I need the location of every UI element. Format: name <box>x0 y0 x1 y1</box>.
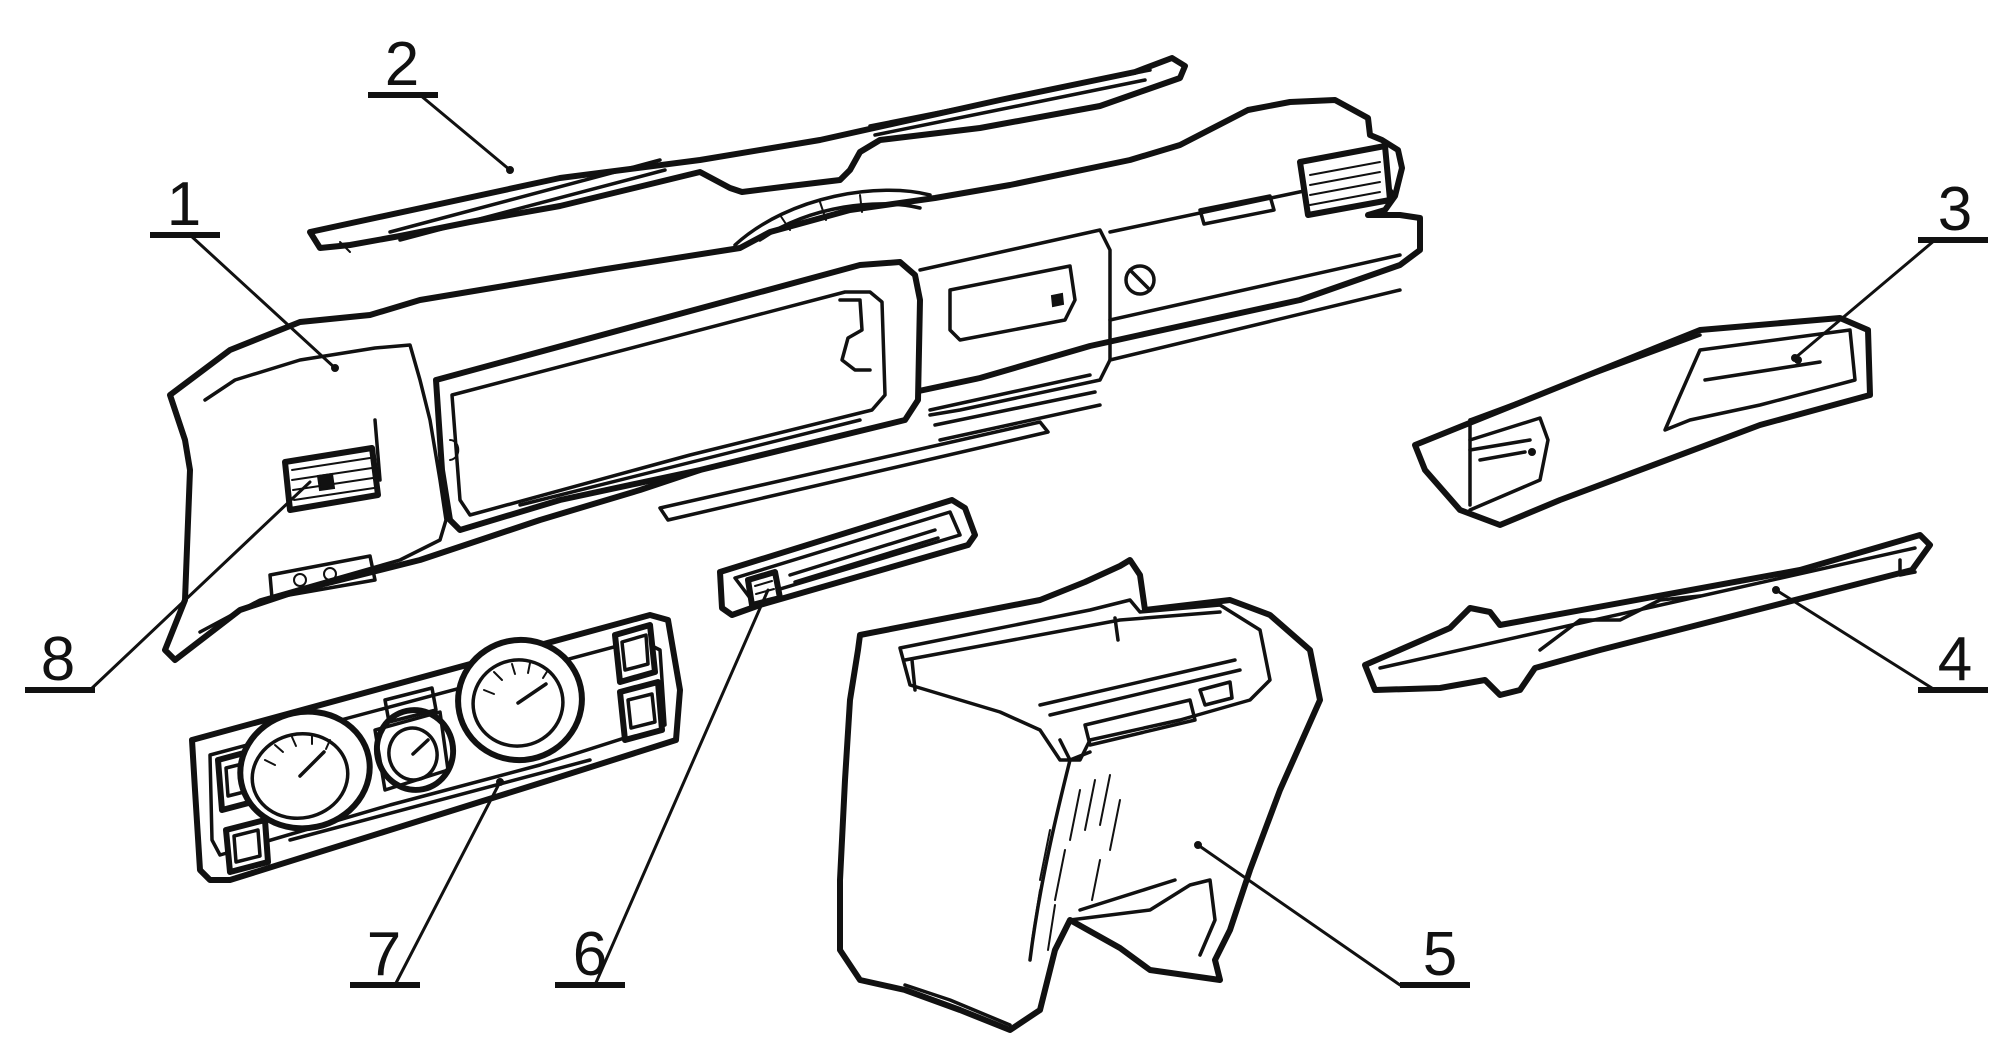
callout-5: 5 <box>1400 920 1470 989</box>
callout-2: 2 <box>368 30 438 99</box>
leader-5 <box>1196 843 1402 987</box>
leader-2 <box>418 93 512 172</box>
callout-7: 7 <box>350 920 420 989</box>
part-7-instrument-cluster <box>189 612 683 883</box>
callout-7-label: 7 <box>367 920 401 989</box>
callout-8: 8 <box>25 625 95 694</box>
leader-8 <box>88 480 312 692</box>
leader-lines <box>88 93 1937 987</box>
callout-8-label: 8 <box>41 625 75 694</box>
leader-3 <box>1793 238 1937 360</box>
callout-5-label: 5 <box>1423 920 1457 989</box>
callout-4-label: 4 <box>1938 625 1972 694</box>
callout-6: 6 <box>555 920 625 989</box>
leader-1 <box>188 233 337 370</box>
callout-1-label: 1 <box>167 170 201 239</box>
callout-3: 3 <box>1918 175 1988 244</box>
part-1-instrument-panel <box>162 97 1423 663</box>
part-2-top-pad <box>307 55 1188 253</box>
callout-1: 1 <box>150 170 220 239</box>
part-3-glovebox-lid <box>1412 315 1873 528</box>
part-6-heater-control-panel <box>717 497 978 618</box>
callout-labels: 1 2 3 4 5 6 7 8 <box>25 30 1988 989</box>
part-4-glovebox-shelf <box>1362 532 1933 698</box>
part-5-center-console <box>837 557 1323 1033</box>
leader-7 <box>393 780 502 987</box>
callout-6-label: 6 <box>573 920 607 989</box>
callout-4: 4 <box>1918 625 1988 694</box>
callout-3-label: 3 <box>1938 175 1972 244</box>
callout-2-label: 2 <box>385 30 419 99</box>
leader-4 <box>1774 588 1937 692</box>
leader-6 <box>593 588 770 987</box>
